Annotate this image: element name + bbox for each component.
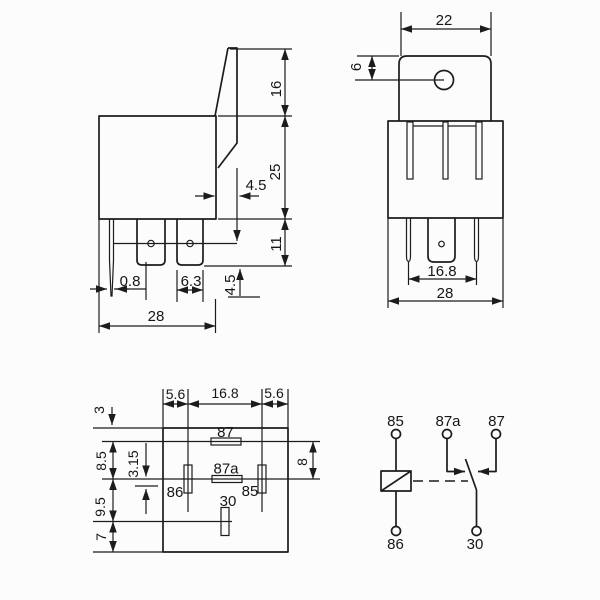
- label-pin-85: 85: [242, 483, 259, 500]
- contact-87a-wire: [446, 438, 465, 476]
- contact-87-wire: [478, 438, 497, 476]
- mounting-tab-front: [398, 55, 492, 121]
- bottom-view: 5.6 16.8 5.6 3 8.5 3.15 9.5 7 8 87 87a 8…: [91, 385, 320, 553]
- thin-pin: [108, 219, 115, 297]
- dim-tab-height: 16: [268, 81, 285, 98]
- label-sch-30: 30: [467, 536, 484, 553]
- dim-half-slot: 3.15: [125, 450, 141, 477]
- terminal-87a: [441, 428, 453, 440]
- dim-tab-width: 22: [436, 12, 453, 29]
- dim-blade-width: 6.3: [181, 273, 202, 290]
- label-sch-85: 85: [387, 413, 404, 430]
- front-view: 22 6 16.8 28: [348, 12, 504, 308]
- dim-body-height: 25: [267, 164, 284, 181]
- dim-tab-offset: 4.5: [246, 177, 267, 194]
- label-pin-86: 86: [167, 484, 184, 501]
- circuit-schematic: 85 87a 87 86 30: [380, 413, 505, 553]
- base-outline: [162, 427, 289, 553]
- dim-pin-tip-length: 4.5: [222, 275, 239, 296]
- relay-body-outline: [98, 115, 217, 220]
- label-pin-87: 87: [217, 424, 234, 441]
- dim-pin-thickness: 0.8: [120, 273, 141, 290]
- dim-margin-right: 5.6: [264, 385, 284, 401]
- thin-pin-right: [473, 218, 480, 263]
- terminal-30: [471, 525, 482, 537]
- terminal-87: [490, 428, 502, 440]
- pin-slot-left: [406, 121, 414, 180]
- blade-pin-hole: [438, 240, 445, 248]
- terminal-85: [390, 428, 402, 440]
- blade-terminal-2: [176, 219, 204, 266]
- pin-slot-center: [442, 121, 449, 180]
- terminal-86: [390, 525, 402, 537]
- dim-pin-span: 16.8: [211, 385, 238, 401]
- pin-slot-right: [475, 121, 483, 180]
- label-pin-87a: 87a: [213, 461, 239, 478]
- mounting-tab-outline: [217, 47, 238, 169]
- dim-87a-to-30: 9.5: [92, 497, 108, 517]
- label-sch-87a: 87a: [435, 413, 461, 430]
- relay-body-front: [387, 120, 504, 219]
- blade-terminal-1: [136, 219, 166, 266]
- dim-pin-length: 11: [268, 236, 285, 252]
- switch-blade: [464, 458, 478, 491]
- dim-body-width: 28: [148, 308, 165, 325]
- thin-pin-left: [405, 218, 412, 263]
- label-sch-86: 86: [387, 536, 404, 553]
- dim-body-width-front: 28: [437, 285, 454, 302]
- side-view: 16 25 11 4.5 0.8 6.3 4.5 28: [90, 47, 292, 333]
- label-pin-30: 30: [220, 493, 237, 510]
- dim-edge-to-87: 3: [91, 406, 107, 414]
- dim-87-to-87a: 8.5: [93, 451, 109, 471]
- dim-margin-left: 5.6: [166, 386, 186, 402]
- dim-30-to-edge: 7: [93, 533, 109, 541]
- dim-hole-offset: 6: [348, 63, 365, 71]
- blade-pin-center: [427, 218, 456, 263]
- mounting-tab-edge: [214, 47, 229, 117]
- dim-right-spacing: 8: [294, 458, 310, 466]
- label-sch-87: 87: [488, 413, 505, 430]
- dim-pin-spacing: 16.8: [427, 263, 456, 280]
